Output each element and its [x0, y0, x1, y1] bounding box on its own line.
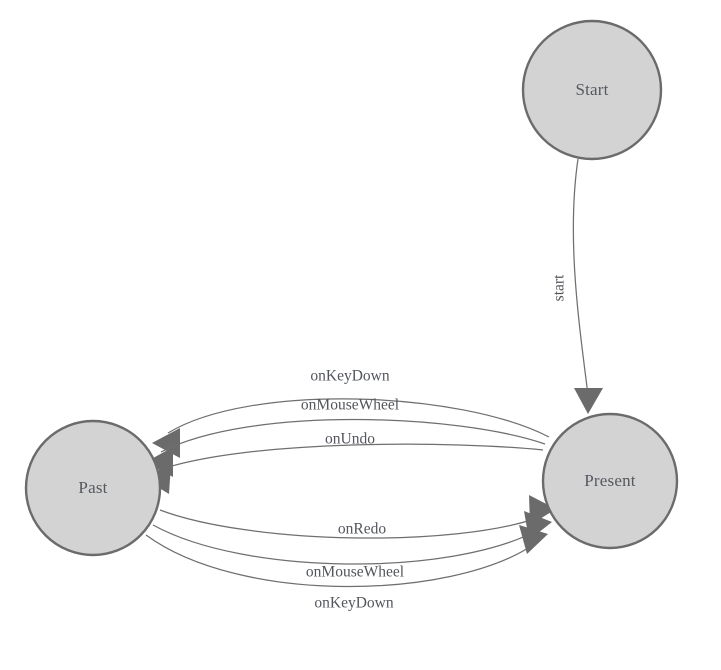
edge-e-past-present-keydown: onKeyDown	[145, 525, 548, 612]
edge-line	[572, 158, 589, 396]
node-label: Start	[575, 80, 608, 99]
edge-label: onKeyDown	[310, 368, 389, 385]
edge-label: onRedo	[338, 521, 386, 538]
edge-e-start-present: start	[551, 158, 603, 414]
edge-label: onMouseWheel	[306, 564, 404, 581]
edge-label: onUndo	[325, 431, 375, 448]
edge-line	[159, 509, 541, 539]
edge-e-past-present-redo: onRedo	[159, 495, 556, 539]
state-node-start[interactable]: Start	[521, 19, 663, 161]
edge-e-present-past-undo: onUndo	[143, 431, 544, 494]
edge-line	[167, 398, 550, 438]
state-node-present[interactable]: Present	[541, 412, 679, 550]
edge-line	[145, 534, 534, 588]
node-circle[interactable]	[24, 419, 162, 557]
edge-line	[160, 418, 546, 453]
edge-label: start	[551, 274, 568, 301]
arrowhead-icon	[574, 388, 603, 414]
edge-label: onKeyDown	[314, 595, 393, 612]
edges-layer: start onKeyDown onMouseWheel onUndo onRedo on…	[143, 158, 603, 612]
state-node-past[interactable]: Past	[24, 419, 162, 557]
arrowhead-icon	[519, 525, 548, 554]
node-label: Present	[584, 471, 636, 490]
node-circle[interactable]	[521, 19, 663, 161]
edge-line	[152, 524, 537, 565]
node-circle[interactable]	[541, 412, 679, 550]
edge-line	[158, 443, 544, 471]
edge-label: onMouseWheel	[301, 397, 399, 414]
node-label: Past	[78, 478, 107, 497]
